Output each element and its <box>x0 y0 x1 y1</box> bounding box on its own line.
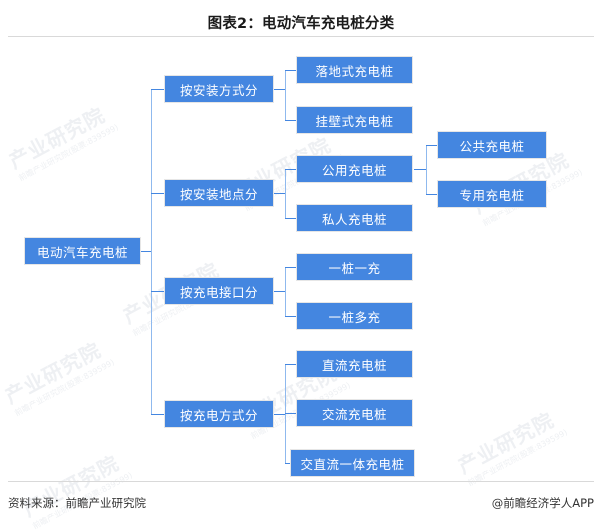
connector-branch-3-leaf-2 <box>285 316 297 317</box>
connector-branch-2-leaf-2 <box>285 218 297 219</box>
node-root[interactable]: 电动汽车充电桩 <box>24 237 141 265</box>
watermark: 产业研究院 前瞻产业研究院(股票:839599) <box>19 450 134 531</box>
connector-branch-4-stub <box>273 414 285 415</box>
connector-public-use-spine <box>426 145 427 194</box>
connector-branch-1-stub <box>273 89 285 90</box>
node-leaf-private[interactable]: 私人充电桩 <box>296 204 413 232</box>
connector-to-branch-1 <box>151 89 165 90</box>
connector-branch-3-stub <box>273 291 285 292</box>
connector-public-use-leaf-1 <box>426 145 438 146</box>
node-leaf-floor-mounted[interactable]: 落地式充电桩 <box>296 56 413 84</box>
connector-branch-2-stub <box>273 193 285 194</box>
connector-branch-1-leaf-2 <box>285 120 297 121</box>
node-leaf-one-pile-one-charge[interactable]: 一桩一充 <box>296 253 413 281</box>
divider-bottom <box>8 481 594 482</box>
connector-branch-4-leaf-2 <box>285 413 297 414</box>
connector-to-branch-3 <box>151 291 165 292</box>
watermark: 产业研究院 前瞻产业研究院(股票:839599) <box>454 407 569 488</box>
connector-branch-4-leaf-1 <box>285 364 297 365</box>
connector-branch-2-leaf-1 <box>285 169 297 170</box>
connector-branch-3-leaf-1 <box>285 267 297 268</box>
connector-branch-2-spine <box>285 169 286 218</box>
watermark: 产业研究院 前瞻产业研究院(股票:839599) <box>1 337 116 418</box>
connector-public-use-leaf-2 <box>426 194 438 195</box>
connector-to-branch-2 <box>151 193 165 194</box>
connector-branch-1-spine <box>285 70 286 120</box>
attribution-label: @前瞻经济学人APP <box>491 496 594 510</box>
connector-trunk <box>151 89 152 415</box>
node-leaf-one-pile-multi-charge[interactable]: 一桩多充 <box>296 302 413 330</box>
source-label: 资料来源：前瞻产业研究院 <box>8 496 146 510</box>
connector-to-branch-4 <box>151 414 165 415</box>
node-branch-charging-method[interactable]: 按充电方式分 <box>164 400 274 428</box>
node-leaf-dc[interactable]: 直流充电桩 <box>296 350 413 378</box>
node-leaf-wall-mounted[interactable]: 挂壁式充电桩 <box>296 106 413 134</box>
node-branch-charging-interface[interactable]: 按充电接口分 <box>164 277 274 305</box>
node-leaf-dedicated[interactable]: 专用充电桩 <box>437 180 547 208</box>
connector-branch-1-leaf-1 <box>285 70 297 71</box>
divider-top <box>8 36 594 37</box>
connector-root-stub <box>140 251 152 252</box>
node-leaf-public-use[interactable]: 公用充电桩 <box>296 155 413 183</box>
node-leaf-public[interactable]: 公共充电桩 <box>437 131 547 159</box>
connector-branch-3-spine <box>285 267 286 316</box>
node-leaf-ac[interactable]: 交流充电桩 <box>296 399 413 427</box>
node-branch-install-location[interactable]: 按安装地点分 <box>164 179 274 207</box>
chart-title: 图表2：电动汽车充电桩分类 <box>207 16 395 32</box>
node-branch-install-method[interactable]: 按安装方式分 <box>164 75 274 103</box>
watermark: 产业研究院 前瞻产业研究院(股票:839599) <box>5 102 120 183</box>
connector-public-use-stub <box>414 169 426 170</box>
node-leaf-ac-dc-integrated[interactable]: 交直流一体充电桩 <box>290 449 415 477</box>
